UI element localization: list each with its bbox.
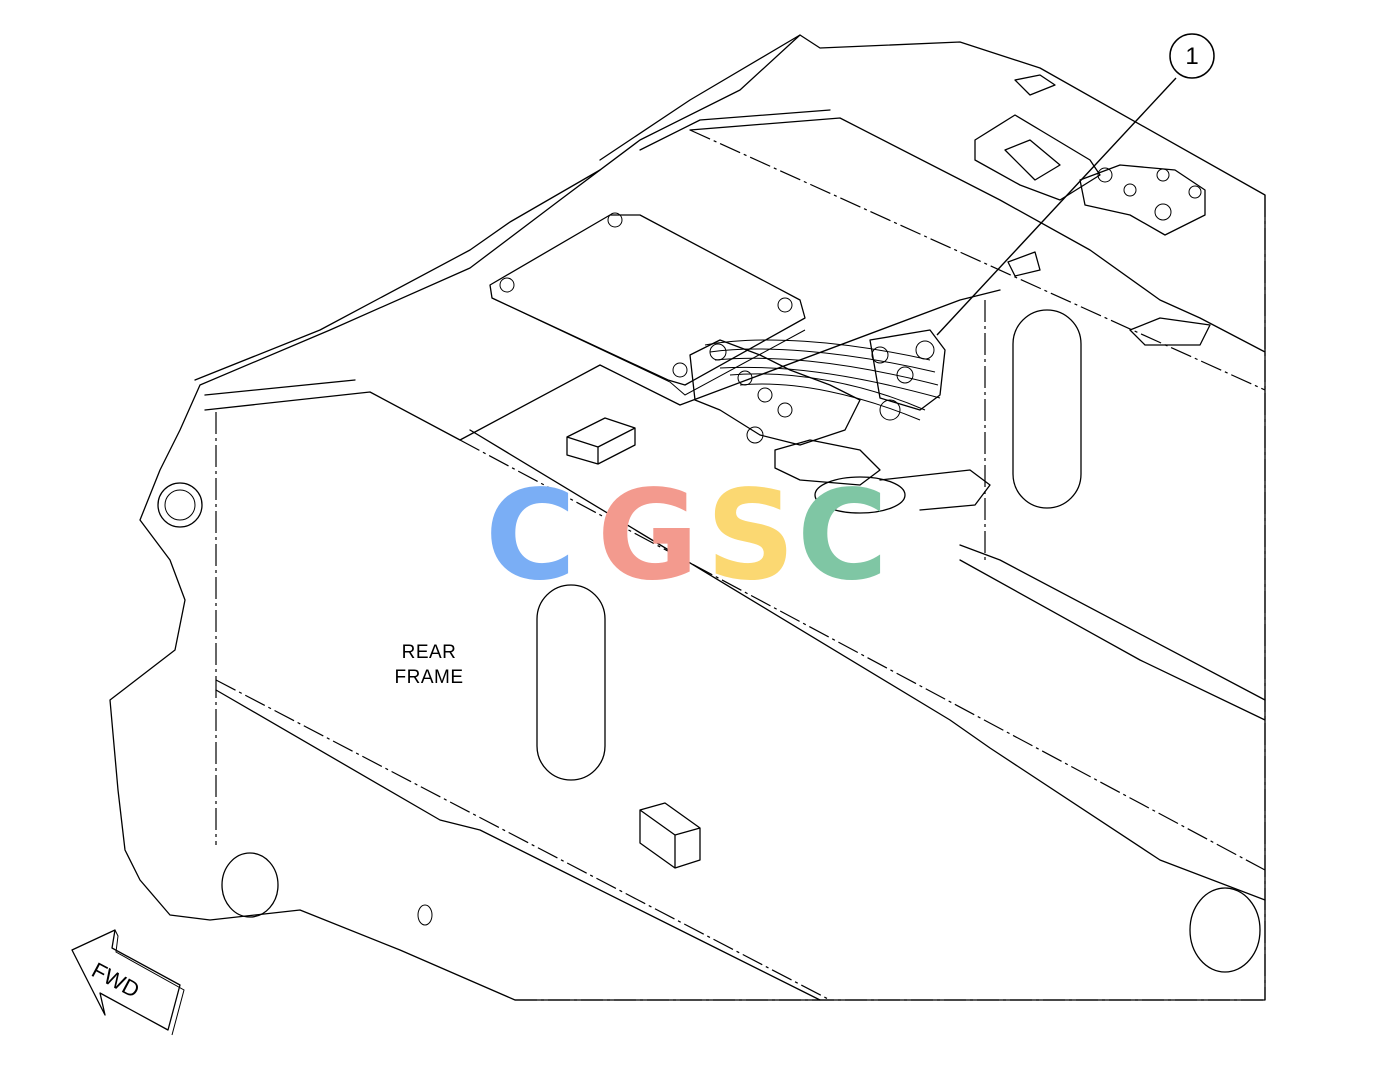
- hidden-edge-diagonal-2: [459, 439, 1266, 871]
- bracket-tab-2: [1007, 251, 1041, 277]
- watermark-letter-1: C: [485, 464, 576, 608]
- hidden-edge-diagonal-1: [215, 679, 831, 1001]
- watermark-letter-2: G: [597, 464, 699, 608]
- cover-plate: [489, 214, 806, 386]
- bracket-flange: [1079, 164, 1206, 236]
- plate-bolt-2: [499, 277, 515, 293]
- cover-plate-edge: [491, 297, 806, 396]
- right-bore: [1189, 887, 1261, 973]
- rear-frame-label-line1: REAR: [402, 642, 457, 663]
- flange-bolt-5: [1156, 168, 1170, 182]
- callout-balloon: [1169, 33, 1215, 79]
- slot-opening-right: [1012, 309, 1082, 509]
- mounting-block-lower: [639, 802, 701, 869]
- bracket-corner: [1014, 74, 1056, 96]
- frame-top-ridge-2: [599, 34, 831, 161]
- valve-assembly: [689, 329, 991, 514]
- frame-top-edge: [204, 289, 1001, 441]
- middle-rail: [469, 429, 1266, 901]
- lower-bore: [221, 852, 279, 918]
- right-rail: [959, 544, 1266, 721]
- flange-bolt-1: [1097, 167, 1113, 183]
- callout-leader: [936, 77, 1177, 336]
- slot-opening-left: [536, 584, 606, 781]
- flange-bolt-4: [1188, 185, 1202, 199]
- frame-top-ridge: [689, 117, 1266, 353]
- flange-bolt-2: [1154, 203, 1172, 221]
- small-hole: [417, 904, 433, 926]
- callout-number: 1: [1185, 43, 1198, 70]
- pivot-hole-left: [157, 482, 203, 528]
- plate-bolt-4: [672, 362, 688, 378]
- plate-bolt-3: [777, 297, 793, 313]
- watermark-letter-4: C: [797, 464, 888, 608]
- frame-inner-line: [194, 169, 601, 396]
- pivot-hole-left-inner: [164, 489, 196, 521]
- hidden-edge-diagonal-3: [689, 129, 1266, 391]
- watermark: C G S C: [485, 464, 888, 608]
- bracket-upper-right: [974, 114, 1101, 201]
- flange-bolt-3: [1123, 183, 1137, 197]
- rear-frame-label-line2: FRAME: [395, 667, 464, 688]
- lower-rail: [215, 689, 821, 1001]
- plate-bolt-1: [607, 212, 623, 228]
- forward-arrow: FWD: [71, 929, 185, 1036]
- mounting-block-upper: [566, 417, 636, 465]
- watermark-letter-3: S: [706, 464, 795, 608]
- bracket-tab-1: [1129, 317, 1211, 346]
